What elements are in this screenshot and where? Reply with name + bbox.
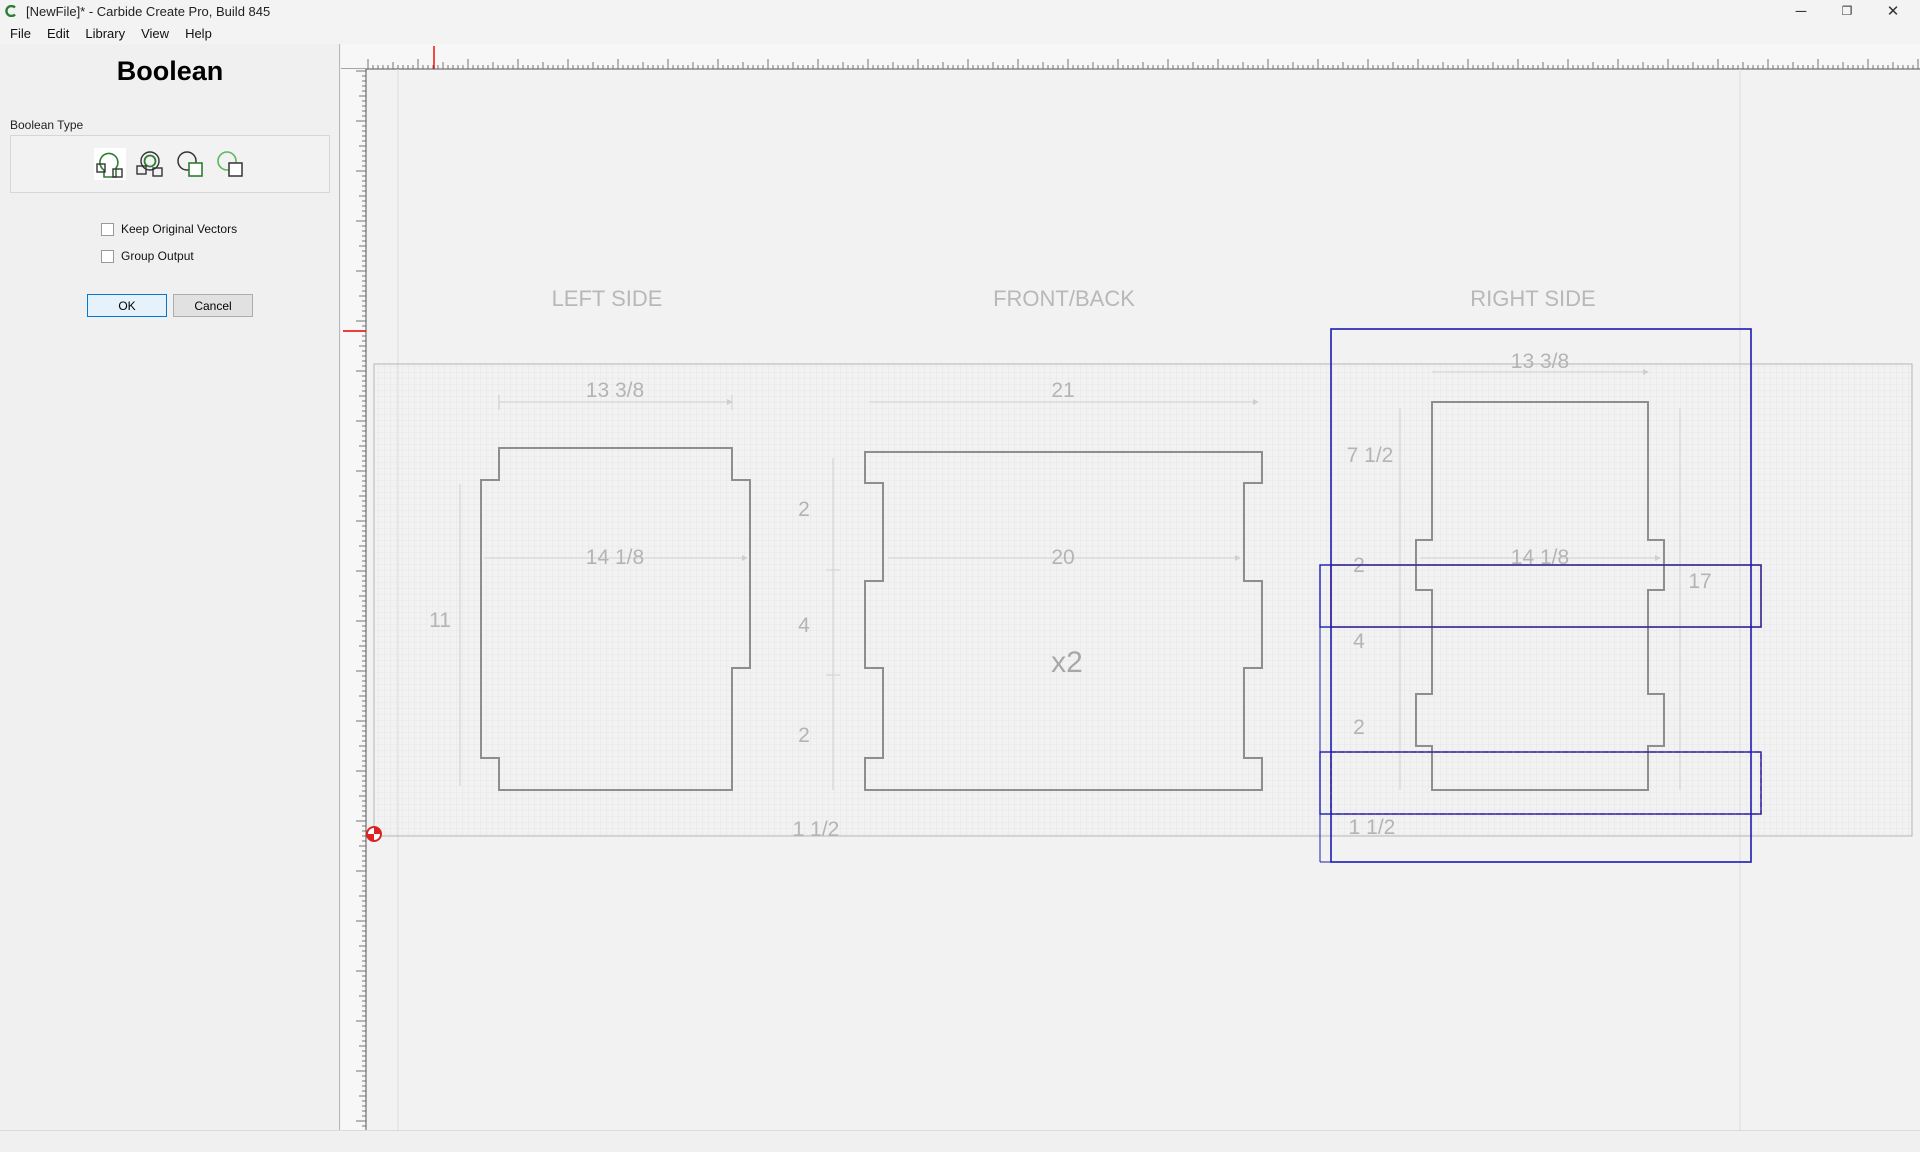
boolean-subtract-reverse-icon[interactable] (214, 148, 246, 180)
dim-right-1-1-2: 1 1/2 (1349, 816, 1396, 839)
dim-right-7-1-2: 7 1/2 (1347, 444, 1394, 467)
dim-gap-2b: 2 (798, 724, 810, 747)
menu-view[interactable]: View (141, 25, 170, 41)
boolean-panel: Boolean Boolean Type (0, 44, 340, 1130)
boolean-intersect-icon[interactable] (134, 148, 166, 180)
dim-gap-bottom: 1 1/2 (793, 818, 840, 841)
dim-gap-2a: 2 (798, 498, 810, 521)
dim-left-height: 11 (429, 609, 451, 632)
window-title: [NewFile]* - Carbide Create Pro, Build 8… (26, 3, 271, 19)
dim-right-top: 13 3/8 (1511, 350, 1569, 373)
minimize-button[interactable]: ─ (1795, 2, 1807, 20)
ok-button[interactable]: OK (87, 294, 167, 317)
dim-right-2b: 2 (1353, 716, 1365, 739)
label-front-back: FRONT/BACK (993, 286, 1135, 311)
selection-box-top-bar[interactable] (1319, 564, 1762, 628)
app-logo-icon (4, 4, 18, 18)
dim-front-count: x2 (1051, 646, 1083, 679)
group-output-row: Group Output (101, 249, 194, 263)
right-side-outline[interactable] (1415, 401, 1665, 791)
menu-edit[interactable]: Edit (46, 25, 70, 41)
group-output-label: Group Output (121, 249, 194, 263)
stock-grid (373, 363, 1913, 837)
dim-front-mid: 20 (1051, 546, 1074, 569)
boolean-subtract-icon[interactable] (174, 148, 206, 180)
dim-right-4: 4 (1353, 630, 1365, 653)
design-canvas[interactable]: LEFT SIDE FRONT/BACK RIGHT SIDE 13 3/8 1… (341, 44, 1920, 1130)
close-button[interactable]: ✕ (1886, 3, 1900, 20)
group-output-checkbox[interactable] (101, 249, 114, 263)
vertical-ruler[interactable] (341, 69, 367, 1130)
boolean-type-selector (10, 135, 330, 193)
dim-left-top: 13 3/8 (586, 379, 644, 402)
boolean-union-icon[interactable] (94, 148, 126, 180)
dim-right-mid: 14 1/8 (1511, 546, 1569, 569)
horizontal-ruler[interactable] (341, 44, 1920, 70)
menu-help[interactable]: Help (185, 25, 212, 41)
front-back-outline[interactable] (864, 451, 1263, 791)
menu-library[interactable]: Library (85, 25, 126, 41)
panel-title: Boolean (116, 56, 224, 86)
dim-gap-4: 4 (798, 614, 810, 637)
menu-file[interactable]: File (10, 25, 31, 41)
keep-original-vectors-checkbox[interactable] (101, 222, 114, 236)
dim-left-mid: 14 1/8 (586, 546, 644, 569)
boolean-type-label: Boolean Type (10, 118, 84, 132)
status-bar (0, 1130, 1920, 1152)
cancel-button[interactable]: Cancel (173, 294, 253, 317)
dim-front-top: 21 (1051, 379, 1074, 402)
label-right-side: RIGHT SIDE (1470, 286, 1596, 311)
left-side-outline[interactable] (480, 447, 751, 791)
dim-right-height: 17 (1688, 570, 1711, 593)
keep-original-vectors-label: Keep Original Vectors (121, 222, 238, 236)
selection-box-main[interactable] (1330, 328, 1752, 863)
title-bar: [NewFile]* - Carbide Create Pro, Build 8… (0, 0, 1920, 22)
origin-marker-icon (366, 826, 382, 842)
keep-original-vectors-row: Keep Original Vectors (101, 222, 237, 236)
menu-bar: File Edit Library View Help (0, 22, 1920, 44)
label-left-side: LEFT SIDE (552, 286, 663, 311)
maximize-button[interactable]: ❐ (1841, 4, 1853, 18)
